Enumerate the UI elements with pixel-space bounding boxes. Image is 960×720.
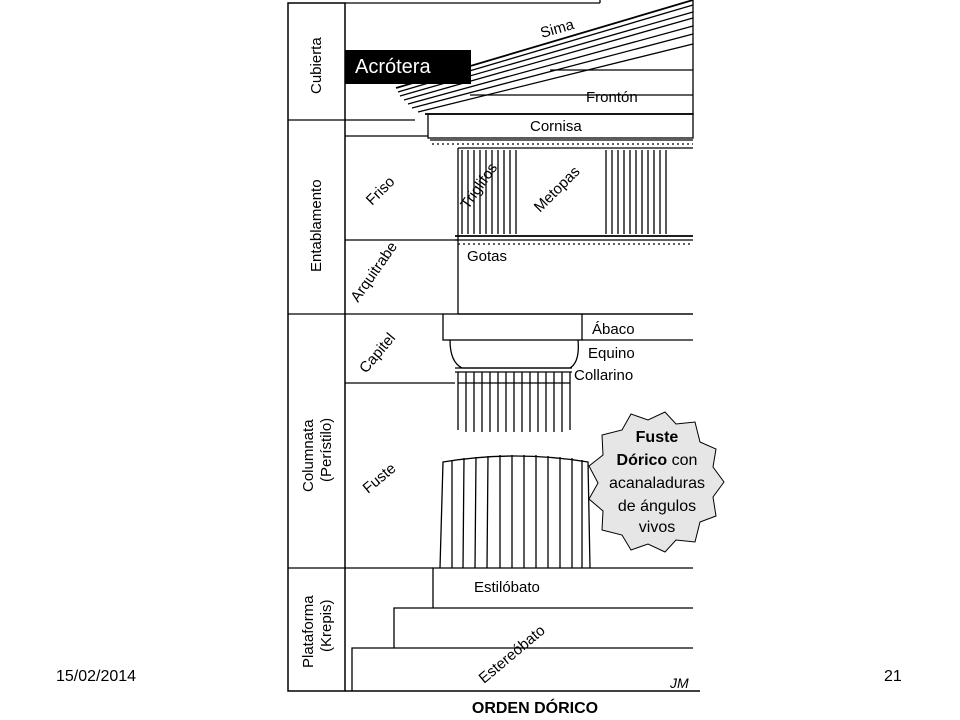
label-fronton: Frontón xyxy=(586,89,638,106)
section-frame xyxy=(287,2,346,692)
diagram-title: ORDEN DÓRICO xyxy=(472,698,598,717)
label-estilobato: Estilóbato xyxy=(474,579,540,596)
label-entablamento: Entablamento xyxy=(308,179,325,272)
label-estereobato: Estereóbato xyxy=(476,622,549,687)
step-2 xyxy=(393,607,693,648)
label-capitel: Capitel xyxy=(356,330,399,377)
label-fuste: Fuste xyxy=(360,460,400,497)
badge-line-5: vivos xyxy=(639,519,675,536)
label-plataforma: Plataforma xyxy=(300,595,317,668)
label-cubierta: Cubierta xyxy=(308,37,325,94)
equino-shape xyxy=(449,339,579,369)
label-sima: Sima xyxy=(538,16,576,42)
step-1 xyxy=(432,567,693,608)
acrotera-callout: Acrótera xyxy=(345,50,471,84)
label-gotas: Gotas xyxy=(467,248,507,265)
label-friso: Friso xyxy=(363,173,399,209)
slide-page-number: 21 xyxy=(884,668,902,685)
label-equino: Equino xyxy=(588,345,635,362)
label-peristilo: (Perístilo) xyxy=(318,418,335,482)
signature-mark: JM xyxy=(669,675,689,691)
label-metopas: Metopas xyxy=(531,163,584,216)
badge-line-1: Fuste xyxy=(636,429,679,446)
triglifos-grooves xyxy=(461,150,667,234)
lower-shaft xyxy=(439,455,591,569)
badge-line-3: acanaladuras xyxy=(609,475,705,492)
slide-date: 15/02/2014 xyxy=(56,668,137,685)
label-krepis: (Krepis) xyxy=(318,599,335,652)
label-cornisa: Cornisa xyxy=(530,118,582,135)
abaco-block xyxy=(442,313,583,341)
label-arquitrabe: Arquitrabe xyxy=(347,239,401,305)
label-columnata: Columnata xyxy=(300,419,317,492)
badge-line-4: de ángulos xyxy=(618,498,696,515)
badge-line-2: Dórico con xyxy=(617,452,698,469)
step-3 xyxy=(351,647,693,691)
label-abaco: Ábaco xyxy=(592,321,635,338)
label-triglifos: Triglifos xyxy=(457,160,501,212)
info-badge-shape xyxy=(588,411,725,553)
label-collarino: Collarino xyxy=(574,367,633,384)
upper-shaft xyxy=(457,372,571,432)
